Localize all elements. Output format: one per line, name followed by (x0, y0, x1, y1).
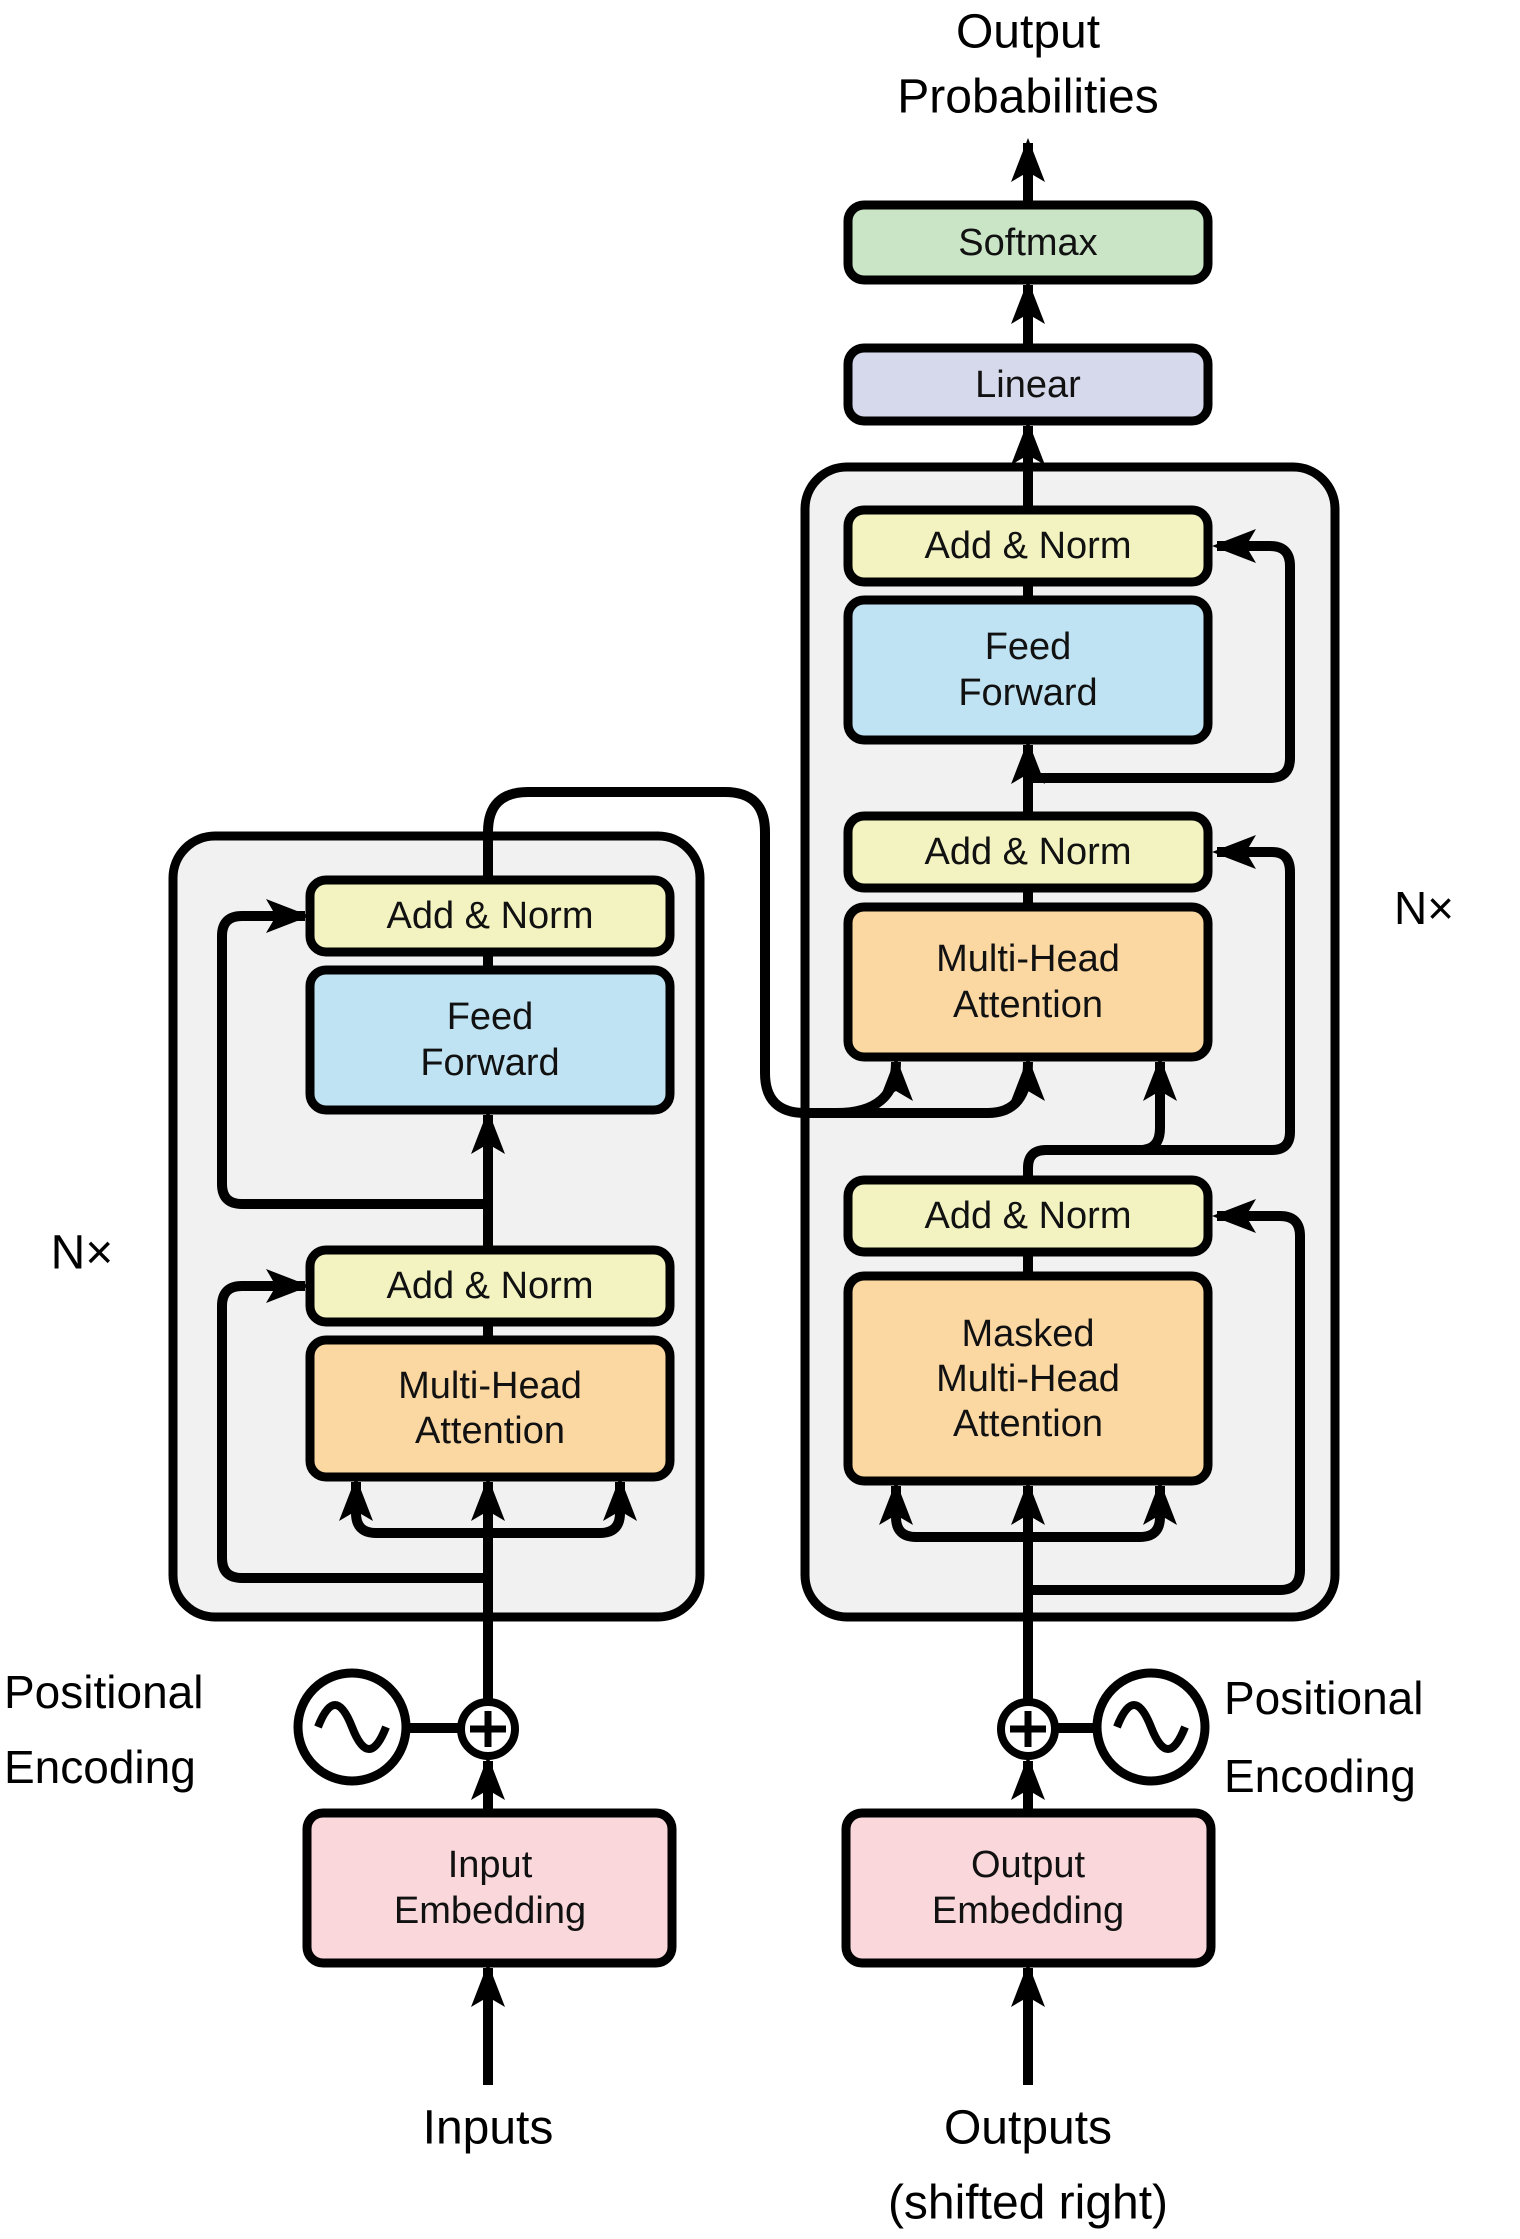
decoder-addnorm-top-label: Add & Norm (925, 525, 1132, 567)
svg-text:Embedding: Embedding (394, 1890, 586, 1932)
encoder-feed-left-arrow (835, 1057, 913, 1118)
svg-text:Multi-Head: Multi-Head (936, 938, 1120, 980)
n-times-label-left: N× (51, 1227, 114, 1280)
encoder-addnorm-top-block: Add & Norm (305, 875, 675, 957)
encoder-split-left-arrow (339, 1477, 488, 1538)
plus-icon-right (997, 1698, 1059, 1760)
svg-text:Masked: Masked (961, 1313, 1094, 1355)
softmax-block: Softmax (843, 200, 1213, 285)
masked-mha-residual (1028, 1199, 1305, 1595)
n-times-label-right: N× (1394, 882, 1454, 934)
decoder-query-residual (1023, 835, 1295, 1180)
masked-multi-head-attention-block: Masked Multi-Head Attention (843, 1271, 1213, 1486)
svg-text:Forward: Forward (420, 1042, 559, 1084)
decoder-addnorm-mid-label: Add & Norm (925, 831, 1132, 873)
encoder-addnorm-bottom-label: Add & Norm (387, 1265, 594, 1307)
positional-encoding-label-left-line1: Positional (4, 1666, 203, 1718)
svg-text:Attention: Attention (953, 984, 1103, 1026)
decoder-query-arrow (1139, 1057, 1177, 1155)
inputs-label: Inputs (423, 2102, 554, 2155)
positional-encoding-label-right-line1: Positional (1224, 1672, 1423, 1724)
svg-text:Output: Output (971, 1844, 1086, 1886)
svg-text:Embedding: Embedding (932, 1890, 1124, 1932)
decoder-split-left-arrow (879, 1481, 1028, 1542)
decoder-split-right-arrow (1028, 1481, 1177, 1542)
positional-encoding-icon-right (1054, 1668, 1210, 1786)
outputs-label: Outputs (944, 2102, 1112, 2155)
decoder-addnorm-top-block: Add & Norm (843, 505, 1213, 587)
encoder-addnorm-top-label: Add & Norm (387, 895, 594, 937)
positional-encoding-label-left-line2: Encoding (4, 1741, 196, 1793)
svg-text:Feed: Feed (985, 626, 1072, 668)
positional-encoding-icon-left (293, 1668, 462, 1786)
decoder-feed-forward-block: Feed Forward (843, 595, 1213, 745)
decoder-addnorm-bottom-block: Add & Norm (843, 1175, 1213, 1257)
encoder-output-to-decoder (483, 787, 1045, 1118)
plus-icon-left (457, 1698, 519, 1760)
encoder-split-right-arrow (488, 1477, 637, 1538)
encoder-addnorm-bottom-block: Add & Norm (305, 1245, 675, 1327)
linear-block: Linear (843, 343, 1213, 426)
input-embedding-block: Input Embedding (302, 1808, 677, 1968)
svg-text:Softmax: Softmax (958, 222, 1097, 264)
positional-encoding-label-right-line2: Encoding (1224, 1750, 1416, 1802)
decoder-multi-head-attention-block: Multi-Head Attention (843, 902, 1213, 1062)
decoder-ff-residual (1028, 529, 1295, 783)
svg-text:Attention: Attention (953, 1403, 1103, 1445)
output-embedding-block: Output Embedding (841, 1808, 1216, 1968)
svg-text:Multi-Head: Multi-Head (936, 1358, 1120, 1400)
svg-text:Input: Input (448, 1844, 533, 1886)
svg-text:Feed: Feed (447, 996, 534, 1038)
outputs-shifted-right-label: (shifted right) (888, 2177, 1168, 2230)
encoder-residual-top (217, 899, 488, 1209)
svg-text:Attention: Attention (415, 1410, 565, 1452)
encoder-feed-forward-block: Feed Forward (305, 965, 675, 1115)
svg-text:Forward: Forward (958, 672, 1097, 714)
encoder-residual-bottom (217, 1269, 488, 1583)
encoder-multi-head-attention-block: Multi-Head Attention (305, 1335, 675, 1482)
svg-text:Linear: Linear (975, 364, 1081, 406)
decoder-addnorm-mid-block: Add & Norm (843, 811, 1213, 893)
output-probabilities-label-line1: Output (956, 6, 1100, 59)
decoder-addnorm-bottom-label: Add & Norm (925, 1195, 1132, 1237)
output-probabilities-label-line2: Probabilities (897, 71, 1158, 124)
svg-text:Multi-Head: Multi-Head (398, 1365, 582, 1407)
